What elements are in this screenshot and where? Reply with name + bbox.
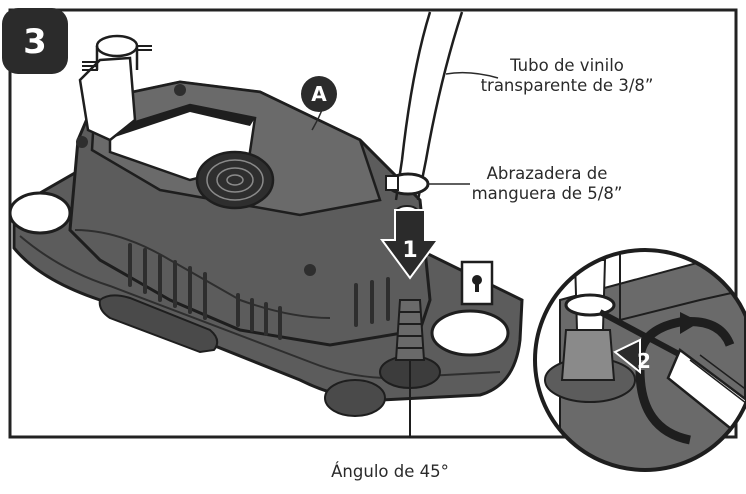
pump-cover: [68, 80, 432, 347]
callout-a-circle: [301, 76, 337, 112]
reservoir-recess: [324, 379, 386, 417]
reservoir-opening-right: [430, 309, 510, 357]
magnified-detail: [533, 248, 746, 472]
hose-clamp: [385, 172, 430, 196]
tube-label-line-2: transparente de 3/8”: [480, 76, 654, 95]
clamp-label: Abrazadera de manguera de 5/8”: [448, 164, 646, 204]
step-1-arrow: [380, 209, 440, 280]
clamp-label-line-2: manguera de 5/8”: [471, 184, 623, 203]
barbed-outlet-fitting: [379, 299, 441, 438]
angle-label: Ángulo de 45°: [331, 462, 449, 481]
wall-hanger-plate: [460, 260, 494, 306]
leader-line-tube: [445, 71, 499, 79]
callout-a-label: A: [311, 82, 327, 106]
mounting-bracket: [78, 34, 152, 142]
reservoir-opening-left: [8, 191, 72, 235]
tube-label-line-1: Tubo de vinilo: [510, 56, 624, 75]
tube-label: Tubo de vinilo transparente de 3/8”: [478, 56, 656, 96]
clamp-label-line-1: Abrazadera de: [486, 164, 608, 183]
step-number-badge: [2, 8, 68, 74]
step-2-number: 2: [637, 349, 651, 373]
step-1-number: 1: [402, 238, 417, 263]
step-number: 3: [23, 22, 47, 62]
